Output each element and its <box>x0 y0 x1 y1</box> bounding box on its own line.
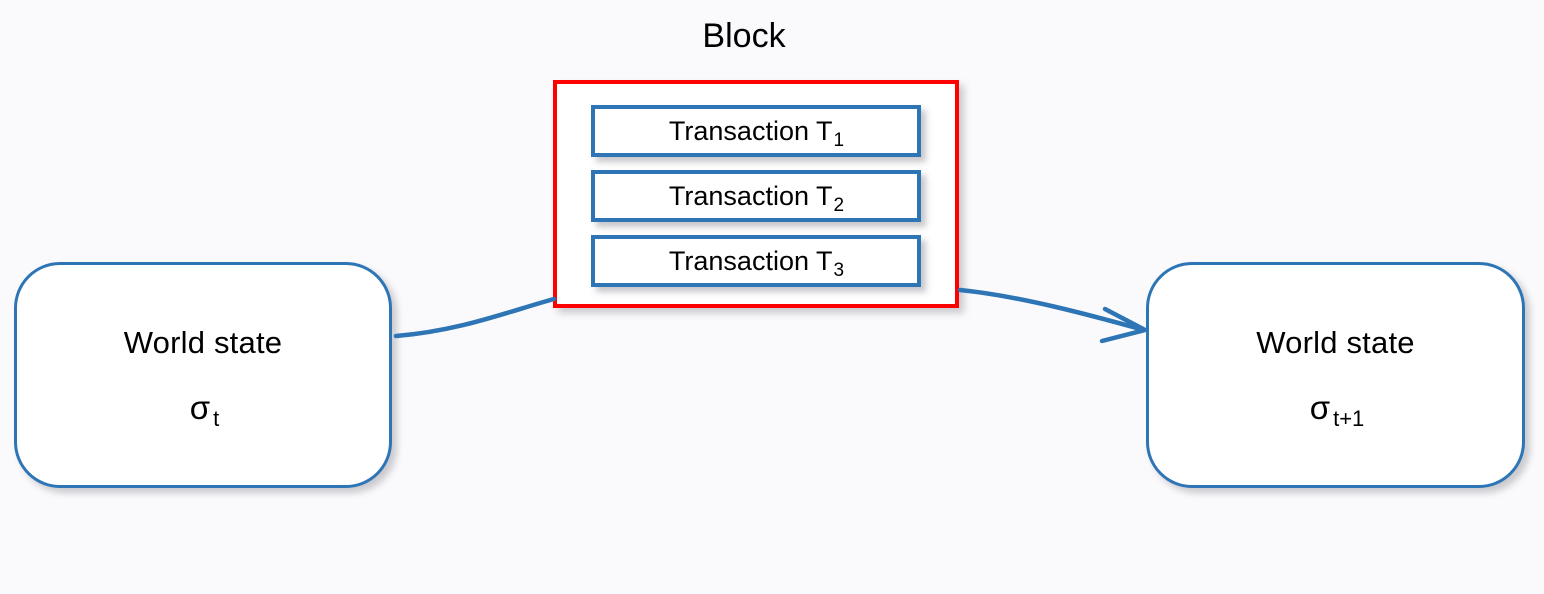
transaction-box-1: Transaction T1 <box>591 105 921 157</box>
arrow-left-state-to-block-icon <box>393 296 557 339</box>
transaction-label-2: Transaction T2 <box>668 180 844 215</box>
transaction-list: Transaction T1 Transaction T2 Transactio… <box>591 105 921 287</box>
sigma-glyph-right: σ <box>1309 388 1331 426</box>
arrow-block-to-right-state-icon <box>957 287 1147 333</box>
transaction-subscript-1: 1 <box>833 129 845 151</box>
world-state-right-title: World state <box>1256 324 1415 360</box>
block-title: Block <box>702 17 786 55</box>
world-state-right-subscript: t+1 <box>1333 405 1365 431</box>
transaction-box-3: Transaction T3 <box>591 235 921 287</box>
transaction-text-2: Transaction T <box>668 180 833 211</box>
transaction-subscript-2: 2 <box>833 194 845 216</box>
world-state-left-title: World state <box>123 324 283 360</box>
sigma-glyph-left: σ <box>189 388 211 426</box>
transaction-box-2: Transaction T2 <box>591 170 921 222</box>
transaction-text-3: Transaction T <box>668 245 833 276</box>
arrowhead-right-icon <box>1099 306 1148 344</box>
transaction-label-3: Transaction T3 <box>668 245 844 280</box>
world-state-left-subscript: t <box>213 405 220 431</box>
transaction-text-1: Transaction T <box>668 115 833 146</box>
transaction-label-1: Transaction T1 <box>668 115 844 150</box>
transaction-subscript-3: 3 <box>833 259 845 281</box>
